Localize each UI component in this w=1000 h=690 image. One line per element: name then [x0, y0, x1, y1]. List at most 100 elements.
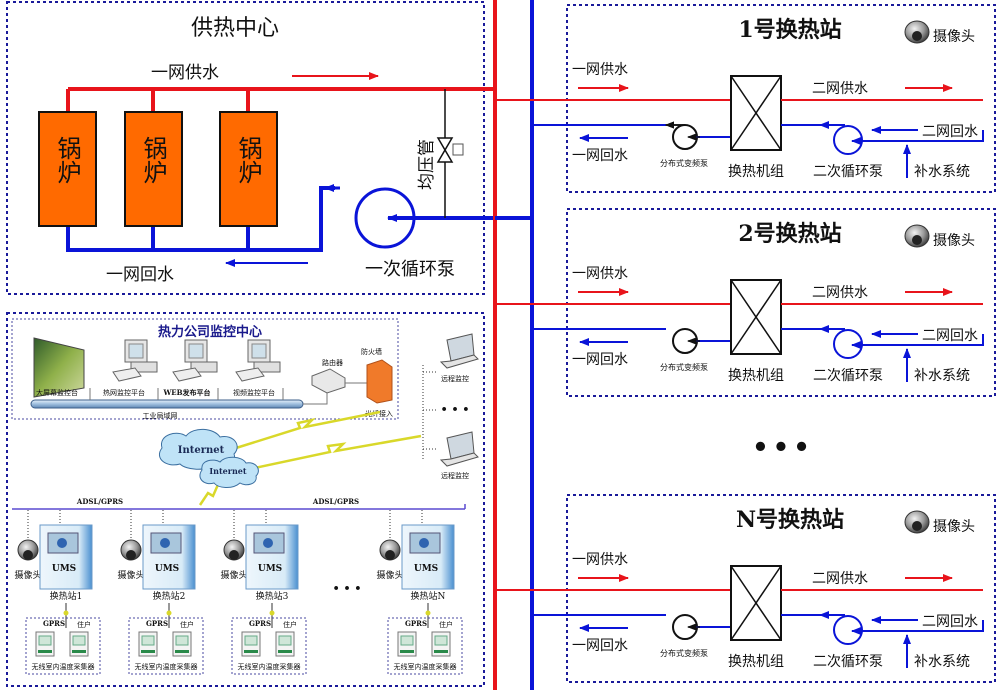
- camera-label: 摄像头: [117, 569, 144, 581]
- remote-label-1: 远程监控: [441, 374, 469, 383]
- cabinet-brand-label: UMS: [414, 564, 438, 574]
- camera-label: 摄像头: [376, 569, 403, 581]
- gprs-label: GPRS: [43, 619, 65, 628]
- industrial-lan-bus: [30, 399, 304, 409]
- primary-return-label: 一网回水: [572, 148, 628, 164]
- pressure-pipe-label: 均压管: [417, 139, 437, 190]
- temperature-sensor-icon: [241, 631, 261, 657]
- monitoring-frame: [6, 312, 485, 687]
- secondary-return-pipe: [851, 334, 984, 349]
- router-link: [303, 392, 328, 405]
- heat-center-panel: 供热中心 一网供水 一网回水 锅炉 锅炉 锅炉 一次循环泵: [6, 1, 498, 295]
- device-label-4: 视频监控平台: [233, 388, 275, 397]
- valve-actuator-icon: [452, 143, 464, 156]
- remote-laptop-icon: [439, 333, 479, 369]
- camera-icon: [223, 539, 245, 561]
- cabinet-brand-label: UMS: [155, 564, 179, 574]
- video-wall-icon: [33, 337, 85, 398]
- firewall-label: 防火墙: [361, 347, 382, 356]
- camera-icon: [379, 539, 401, 561]
- station-3: N号换热站摄像头一网供水一网回水分布式变频泵换热机组二网供水二网回水二次循环泵补…: [495, 121, 996, 683]
- camera-label: 摄像头: [933, 519, 975, 535]
- vfd-pump-label: 分布式变频泵: [660, 158, 708, 168]
- gprs-label: GPRS: [249, 619, 271, 628]
- router-icon: [311, 368, 346, 394]
- heat-center-frame: [6, 1, 485, 295]
- collector-label: 无线室内温度采集器: [238, 662, 301, 671]
- firewall-icon: [366, 359, 393, 404]
- resident-label: 住户: [180, 620, 194, 629]
- field-station-name: 换热站3: [256, 590, 289, 602]
- device-label-1: 大屏幕监控台: [36, 388, 78, 397]
- gprs-antenna-icon: [166, 610, 172, 616]
- internet-cloud-icon: [158, 428, 238, 470]
- boiler-2-label: 锅炉: [139, 136, 167, 184]
- secondary-return-label: 二网回水: [922, 328, 978, 344]
- gprs-label: GPRS: [405, 619, 427, 628]
- wireless-link-remote: [249, 434, 422, 471]
- secondary-supply-label: 二网供水: [812, 571, 868, 587]
- lan-label: 工业局域网: [143, 411, 178, 420]
- heat-exchange-stations: 1号换热站摄像头一网供水一网回水分布式变频泵换热机组二网供水二网回水二次循环泵补…: [495, 4, 996, 683]
- gprs-antenna-icon: [425, 610, 431, 616]
- workstation-pc-icon: [112, 339, 158, 382]
- primary-supply-label: 一网供水: [572, 552, 628, 568]
- temperature-sensor-icon: [172, 631, 192, 657]
- secondary-pump-label: 二次循环泵: [813, 368, 883, 384]
- device-label-2: 热网监控平台: [103, 388, 145, 397]
- temperature-sensor-icon: [397, 631, 417, 657]
- boiler-3: 锅炉: [219, 111, 278, 227]
- primary-supply-label: 一网供水: [572, 62, 628, 78]
- temperature-sensor-icon: [275, 631, 295, 657]
- collector-label: 无线室内温度采集器: [135, 662, 198, 671]
- camera-icon: [904, 510, 930, 534]
- station-frame: [566, 208, 996, 397]
- link-label-2: ADSL/GPRS: [312, 497, 359, 506]
- link-label-1: ADSL/GPRS: [76, 497, 123, 506]
- station-title: 1号换热站: [738, 17, 841, 43]
- fiber-label: 光纤接入: [365, 409, 393, 418]
- boiler-1-label: 锅炉: [53, 136, 81, 184]
- secondary-return-pipe: [851, 620, 984, 635]
- camera-label: 摄像头: [933, 233, 975, 249]
- station-frame: [566, 4, 996, 193]
- control-cabinet-icon: UMS: [245, 524, 299, 590]
- vfd-pump-label: 分布式变频泵: [660, 362, 708, 372]
- boiler-2: 锅炉: [124, 111, 183, 227]
- field-station-name: 换热站1: [50, 590, 83, 602]
- workstation-pc-icon: [172, 339, 218, 382]
- makeup-label: 补水系统: [914, 654, 970, 670]
- camera-icon: [17, 539, 39, 561]
- return-header-pipe: [66, 186, 335, 252]
- boiler-3-label: 锅炉: [234, 136, 262, 184]
- wireless-link-fiber: [235, 410, 381, 450]
- control-cabinet-icon: UMS: [401, 524, 455, 590]
- primary-return-label: 一网回水: [106, 265, 174, 285]
- camera-icon: [120, 539, 142, 561]
- field-ellipsis: • • •: [333, 582, 362, 595]
- makeup-label: 补水系统: [914, 368, 970, 384]
- vfd-pump-label: 分布式变频泵: [660, 648, 708, 658]
- workstations: [112, 339, 281, 382]
- temperature-sensor-icon: [138, 631, 158, 657]
- secondary-return-label: 二网回水: [922, 124, 978, 140]
- cabinet-brand-label: UMS: [52, 564, 76, 574]
- secondary-pump-label: 二次循环泵: [813, 164, 883, 180]
- internet-cloud-icon: [199, 456, 259, 488]
- collector-label: 无线室内温度采集器: [394, 662, 457, 671]
- camera-label: 摄像头: [220, 569, 247, 581]
- resident-group-frame: [387, 617, 463, 675]
- camera-icon: [904, 20, 930, 44]
- stations-ellipsis: •••: [752, 433, 814, 463]
- wireless-link-field: [198, 479, 222, 506]
- resident-group-frame: [128, 617, 204, 675]
- gprs-label: GPRS: [146, 619, 168, 628]
- camera-icon: [904, 224, 930, 248]
- heat-exchanger-icon: [730, 279, 782, 355]
- resident-group-frame: [25, 617, 101, 675]
